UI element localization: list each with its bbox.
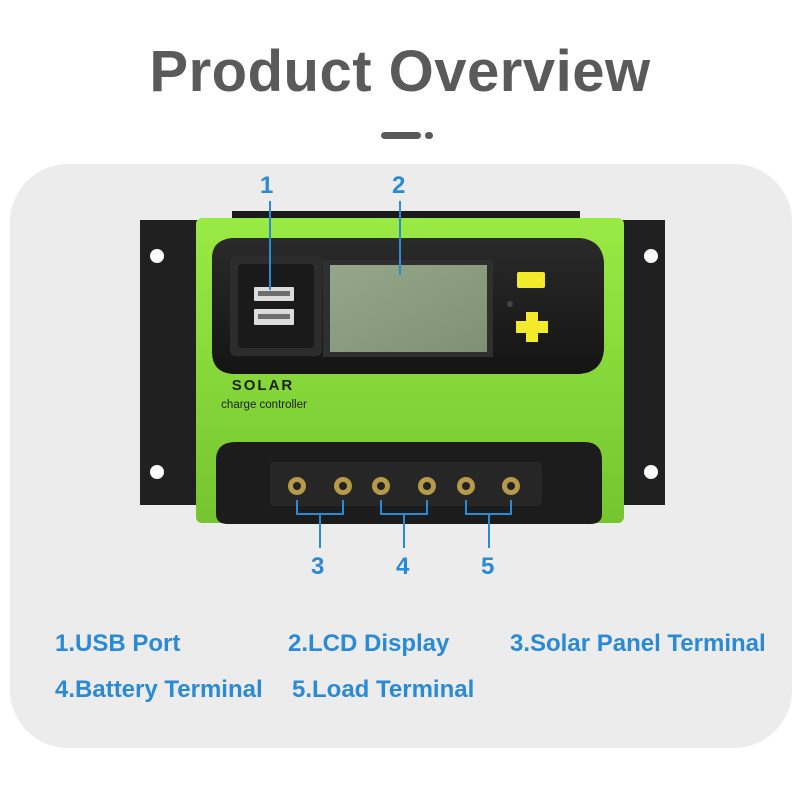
left-mounting-flange [140,220,200,505]
brand-label: SOLAR [232,377,295,394]
legend-usb-port: 1.USB Port [55,630,181,657]
callout-1: 1 [260,172,274,199]
legend-lcd-display: 2.LCD Display [288,630,450,657]
legend-solar-panel-terminal: 3.Solar Panel Terminal [510,630,766,657]
load-terminal [457,477,520,495]
brand-subtitle: charge controller [221,399,307,411]
lcd-display [330,265,487,352]
legend-load-terminal: 5.Load Terminal [292,676,475,703]
page-title: Product Overview [149,39,651,104]
minus-button[interactable] [517,272,545,288]
callout-leaders [269,201,512,548]
callout-3: 3 [311,553,325,580]
callout-5: 5 [481,553,495,580]
callout-4: 4 [396,553,410,580]
plus-button[interactable] [516,312,548,342]
callout-2: 2 [392,172,406,199]
usb-port [254,287,294,325]
battery-terminal [372,477,436,495]
legend-battery-terminal: 4.Battery Terminal [55,676,263,703]
title-underline [381,132,421,139]
title-underline-dot [425,132,433,139]
status-led [507,301,513,307]
solar-terminal [288,477,352,495]
top-rail [232,211,580,221]
